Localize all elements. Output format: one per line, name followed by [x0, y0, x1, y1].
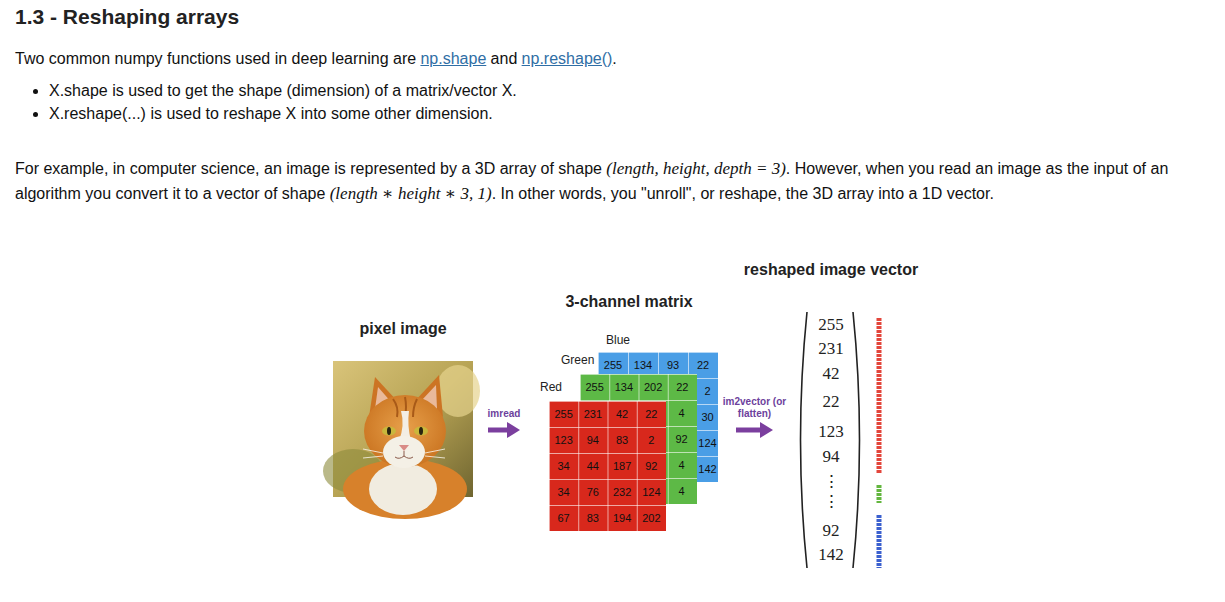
- matrix-cell: 142: [697, 456, 719, 482]
- matrix-cell: 255: [580, 374, 609, 400]
- body-text: .: [612, 50, 616, 67]
- matrix-cell: 44: [578, 453, 607, 479]
- bullet-item: X.shape is used to get the shape (dimens…: [49, 79, 1199, 102]
- edge-label: im2vector (or flatten): [721, 396, 789, 420]
- node-heading: 3-channel matrix: [565, 293, 692, 311]
- matrix-cell: 34: [549, 453, 578, 479]
- matrix-cell: 22: [637, 401, 666, 427]
- matrix-cell: 123: [549, 427, 578, 453]
- matrix-cell: 134: [609, 374, 638, 400]
- arrow-head: [507, 422, 520, 438]
- vector-entry: 22: [795, 391, 867, 413]
- matrix-cell: 83: [608, 427, 637, 453]
- node-heading: reshaped image vector: [744, 261, 918, 279]
- matrix-cell: 83: [578, 505, 607, 531]
- doc-link: np.reshape(): [522, 50, 613, 67]
- vector-entry: 42: [795, 363, 867, 385]
- vector-entry: 94: [795, 446, 867, 468]
- channel-label: Blue: [606, 333, 630, 347]
- matrix-cell: 4: [668, 400, 696, 426]
- matrix-cell: 76: [578, 479, 607, 505]
- channel-matrix: Red2552314222123948323444187923476232124…: [549, 401, 666, 531]
- vector-entry: 123: [795, 421, 867, 443]
- matrix-cell: 92: [668, 426, 696, 452]
- vector-box: reshaped image vector255231422212394⋮⋮92…: [795, 258, 867, 573]
- channel-label: Green: [561, 353, 594, 367]
- matrix-cell: 4: [668, 478, 696, 504]
- matrix-cell: 2: [637, 427, 666, 453]
- vector-entry: ⋮: [795, 491, 867, 513]
- doc-link: np.shape: [420, 50, 486, 67]
- channel-label: Red: [540, 380, 562, 394]
- matrix-cell: 231: [578, 401, 607, 427]
- vector-entry: 92: [795, 520, 867, 542]
- edge-label: imread: [479, 408, 529, 420]
- node-heading: pixel image: [359, 320, 446, 338]
- flow-arrow: [736, 422, 773, 438]
- matrix-cell: 92: [637, 453, 666, 479]
- arrow-head: [760, 422, 773, 438]
- matrix-cell: 202: [639, 374, 668, 400]
- arrow-shaft: [488, 428, 509, 433]
- matrix-cell: 34: [549, 479, 578, 505]
- matrix-cell: 94: [578, 427, 607, 453]
- image-box: pixel image: [333, 320, 473, 497]
- body-text: For example, in computer science, an ima…: [15, 160, 602, 177]
- matrix-cell: 4: [668, 452, 696, 478]
- bullet-list: X.shape is used to get the shape (dimens…: [15, 79, 1199, 125]
- vector-entry: 142: [795, 544, 867, 566]
- body-text: Two common numpy functions used in deep …: [15, 50, 416, 67]
- cat-photo: [323, 361, 480, 519]
- vector-entry: ⋮: [795, 471, 867, 493]
- body-text: and: [491, 50, 518, 67]
- matrix-cell: 194: [608, 505, 637, 531]
- paragraph: For example, in computer science, an ima…: [15, 156, 1213, 206]
- math-expression: (length ∗ height ∗ 3, 1): [330, 184, 492, 203]
- channel-bars: [879, 318, 880, 568]
- paragraph: Two common numpy functions used in deep …: [15, 48, 1213, 70]
- matrix-cell: 42: [608, 401, 637, 427]
- matrix-cell: 202: [637, 505, 666, 531]
- page-title: 1.3 - Reshaping arrays: [15, 5, 239, 29]
- matrix-cell: 232: [608, 479, 637, 505]
- channel-group: 3-channel matrixBlue2551349322230124142G…: [540, 293, 718, 531]
- matrix-cell: 2: [697, 378, 719, 404]
- vector-entry: 255: [795, 314, 867, 336]
- matrix-cell: 22: [668, 374, 697, 400]
- matrix-cell: 67: [549, 505, 578, 531]
- body-text: . In other words, you "unroll", or resha…: [492, 185, 994, 202]
- matrix-cell: 187: [608, 453, 637, 479]
- arrow-shaft: [736, 428, 762, 433]
- bullet-item: X.reshape(...) is used to reshape X into…: [49, 102, 1199, 125]
- math-expression: (length, height, depth = 3): [606, 159, 786, 178]
- matrix-cell: 124: [697, 430, 719, 456]
- flow-arrow: [488, 422, 520, 438]
- matrix-cell: 124: [637, 479, 666, 505]
- matrix-cell: 255: [549, 401, 578, 427]
- matrix-cell: 30: [697, 404, 719, 430]
- vector-entry: 231: [795, 338, 867, 360]
